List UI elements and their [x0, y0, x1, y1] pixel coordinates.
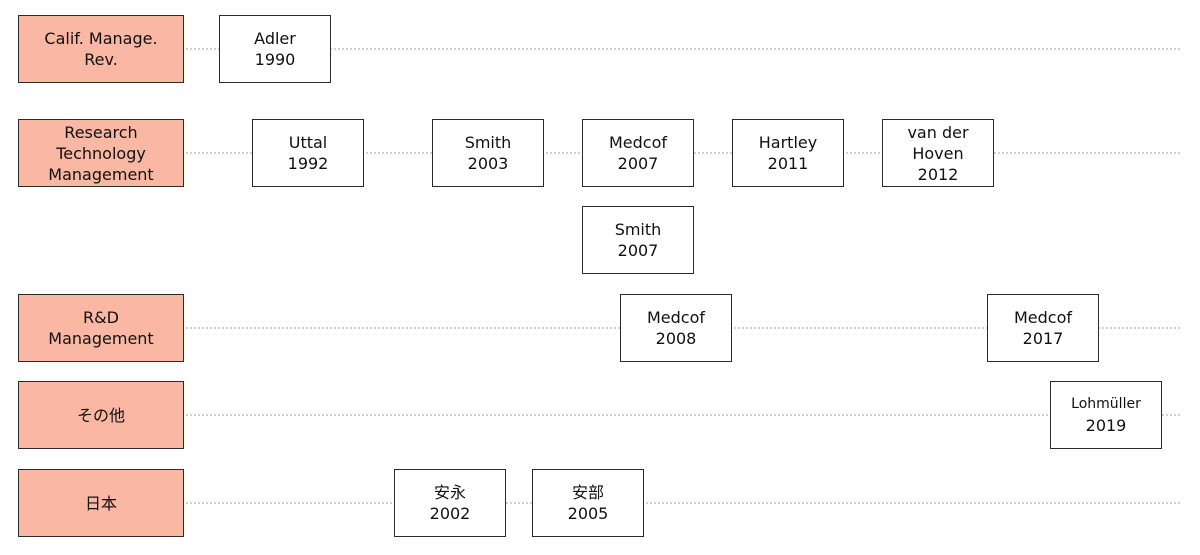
paper-year: 2011	[767, 154, 809, 173]
paper-author: van der Hoven	[907, 122, 969, 163]
paper-author: Lohmüller	[1071, 396, 1141, 412]
paper-year: 2019	[1085, 416, 1127, 435]
paper-medcof-2008: Medcof 2008	[620, 294, 732, 362]
lane-line-cmr	[186, 48, 1180, 50]
paper-author: Hartley	[758, 133, 818, 152]
lane-label-japan: 日本	[18, 469, 184, 537]
lane-line-other	[186, 414, 1180, 416]
paper-uttal-1992: Uttal 1992	[252, 119, 364, 187]
paper-year: 1990	[254, 50, 296, 69]
paper-author: Adler	[254, 29, 296, 48]
paper-author: Uttal	[288, 133, 328, 152]
paper-year: 2005	[567, 504, 609, 523]
paper-vanderhoven-2012: van der Hoven 2012	[882, 119, 994, 187]
lane-label-cmr: Calif. Manage. Rev.	[18, 15, 184, 83]
paper-lohmuller-2019: Lohmüller 2019	[1050, 381, 1162, 449]
paper-author: Medcof	[646, 308, 706, 327]
paper-author: Medcof	[608, 133, 668, 152]
paper-adler-1990: Adler 1990	[219, 15, 331, 83]
paper-year: 2012	[917, 164, 959, 184]
paper-author: Smith	[464, 133, 512, 152]
paper-hartley-2011: Hartley 2011	[732, 119, 844, 187]
lane-line-japan	[186, 502, 1180, 504]
paper-year: 2003	[467, 154, 509, 173]
paper-year: 2002	[429, 504, 471, 523]
paper-abe-2005: 安部 2005	[532, 469, 644, 537]
lane-label-other: その他	[18, 381, 184, 449]
paper-yasunaga-2002: 安永 2002	[394, 469, 506, 537]
paper-year: 1992	[287, 154, 329, 173]
paper-year: 2007	[617, 154, 659, 173]
lane-label-rdm: R&D Management	[18, 294, 184, 362]
paper-smith-2007: Smith 2007	[582, 206, 694, 274]
paper-author: 安永	[433, 483, 466, 502]
lane-label-rtm: Research Technology Management	[18, 119, 184, 187]
paper-year: 2007	[617, 241, 659, 260]
paper-author: Medcof	[1013, 308, 1073, 327]
paper-medcof-2007: Medcof 2007	[582, 119, 694, 187]
paper-year: 2008	[655, 329, 697, 348]
paper-medcof-2017: Medcof 2017	[987, 294, 1099, 362]
paper-smith-2003: Smith 2003	[432, 119, 544, 187]
paper-author: 安部	[571, 483, 604, 502]
paper-author: Smith	[614, 220, 662, 239]
paper-year: 2017	[1022, 329, 1064, 348]
